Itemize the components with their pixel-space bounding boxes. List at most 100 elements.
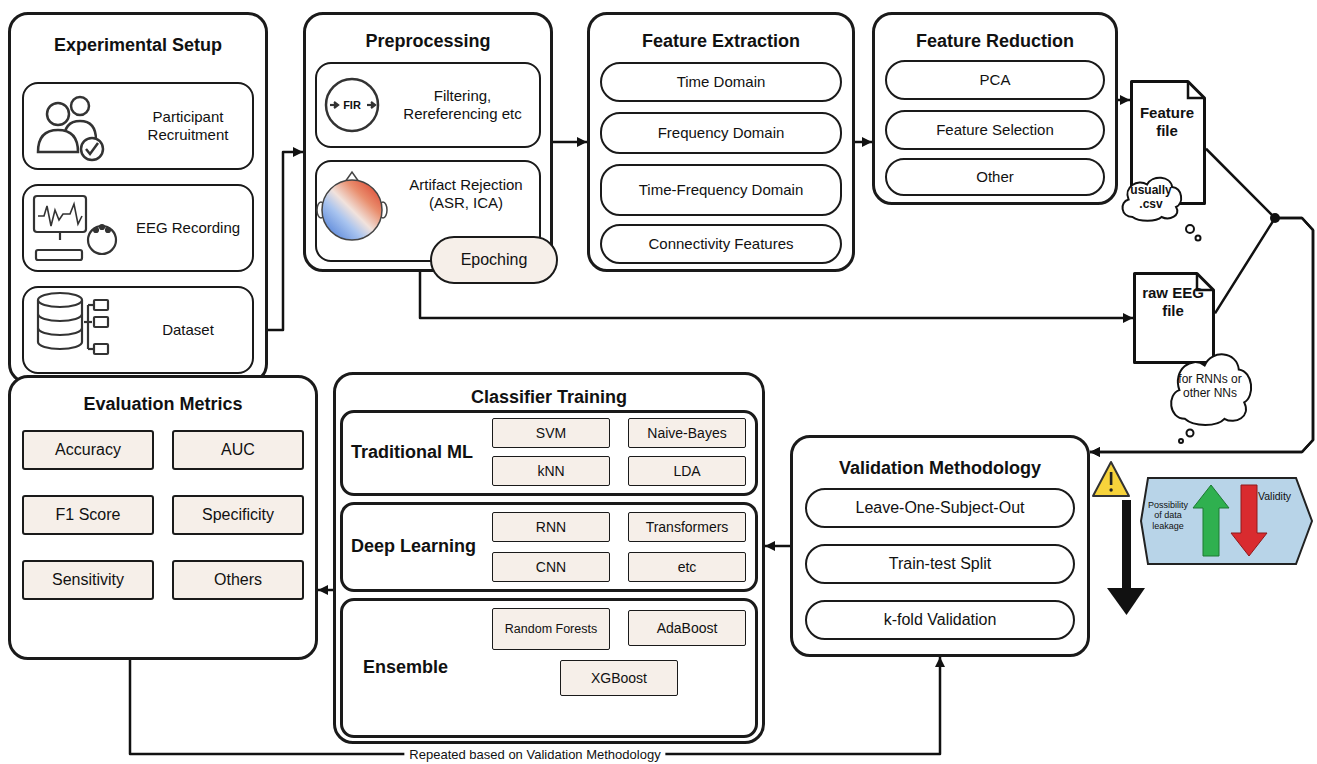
flow-arrow bbox=[855, 141, 872, 144]
eeg-recording-icon bbox=[59, 232, 61, 240]
category-box: EnsembleRandom ForestsAdaBoostXGBoost bbox=[340, 598, 758, 738]
classifier-box: etc bbox=[628, 552, 746, 582]
node-heading: Validation Methodology bbox=[839, 458, 1041, 480]
metric-box: Accuracy bbox=[22, 430, 154, 470]
participant-icon bbox=[86, 143, 98, 154]
warning-sign bbox=[1110, 472, 1113, 485]
junction-dot bbox=[1270, 213, 1280, 223]
participant-icon bbox=[81, 138, 103, 160]
database-icon bbox=[94, 344, 108, 354]
node-text: Transformers bbox=[646, 519, 729, 536]
note-cloud: usually .csv bbox=[1118, 172, 1184, 222]
document-fold bbox=[1188, 82, 1205, 99]
warning-sign bbox=[1093, 462, 1129, 496]
up-arrow-green bbox=[1193, 485, 1229, 556]
category-box: Deep Learning RNN TransformersCNN etc bbox=[340, 502, 758, 592]
down-arrow bbox=[1107, 500, 1145, 615]
method-box: Leave-One-Subject-Out bbox=[805, 488, 1075, 528]
method-box: Epoching bbox=[430, 236, 558, 284]
node-text: Other bbox=[976, 168, 1014, 186]
classifier-box: kNN bbox=[492, 456, 610, 486]
node-text: SVM bbox=[536, 425, 566, 442]
database-icon bbox=[38, 328, 82, 335]
node-text: Dataset bbox=[162, 321, 214, 339]
node-text: Epoching bbox=[461, 250, 528, 269]
warning-sign bbox=[1093, 462, 1129, 496]
eeg-recording-icon bbox=[100, 225, 104, 229]
node-heading: raw EEG file bbox=[1137, 284, 1209, 320]
node-heading: Classifier Training bbox=[471, 387, 627, 409]
method-box: PCA bbox=[885, 60, 1105, 100]
eeg-recording-icon bbox=[34, 196, 116, 260]
metric-box: Specificity bbox=[172, 495, 304, 535]
classifier-box: CNN bbox=[492, 552, 610, 582]
junction-dot bbox=[1270, 213, 1280, 223]
node-text: XGBoost bbox=[591, 670, 647, 687]
node-text: Feature Selection bbox=[936, 121, 1054, 139]
node-text: Participant Recruitment bbox=[132, 108, 244, 144]
method-box: Train-test Split bbox=[805, 544, 1075, 584]
cloud-outline bbox=[1122, 178, 1181, 221]
node-text: Leave-One-Subject-Out bbox=[856, 498, 1025, 517]
metric-box: AUC bbox=[172, 430, 304, 470]
thought-bubbles bbox=[1186, 225, 1194, 233]
node-text: AUC bbox=[221, 440, 255, 459]
node-text: Filtering, Rereferencing etc bbox=[392, 87, 533, 123]
flow-arrow bbox=[553, 141, 587, 144]
node-text: for RNNs or other NNs bbox=[1175, 372, 1245, 401]
metric-box: Others bbox=[172, 560, 304, 600]
node-text: Naive-Bayes bbox=[647, 425, 726, 442]
database-icon bbox=[38, 293, 108, 354]
node-heading: Evaluation Metrics bbox=[83, 394, 242, 416]
eeg-recording-icon bbox=[36, 250, 82, 260]
node-text: LDA bbox=[673, 463, 700, 480]
node-text: Accuracy bbox=[55, 440, 121, 459]
participant-icon bbox=[47, 103, 69, 125]
node-heading: Experimental Setup bbox=[54, 35, 222, 57]
classifier-box: AdaBoost bbox=[628, 610, 746, 646]
group-box: Evaluation MetricsAccuracyAUCF1 ScoreSpe… bbox=[8, 375, 318, 660]
eeg-recording-icon bbox=[38, 204, 82, 226]
database-icon bbox=[94, 317, 108, 327]
database-icon bbox=[87, 305, 89, 349]
classifier-box: RNN bbox=[492, 512, 610, 542]
node-text: Frequency Domain bbox=[658, 124, 785, 142]
method-box: Time Domain bbox=[600, 62, 842, 102]
thought-bubbles bbox=[1187, 430, 1194, 437]
method-box: Feature Selection bbox=[885, 110, 1105, 150]
node-text: Random Forests bbox=[505, 622, 597, 637]
participant-icon bbox=[38, 97, 103, 160]
classifier-box: SVM bbox=[492, 418, 610, 448]
node-text: Sensitivity bbox=[52, 570, 124, 589]
fir-filter-icon bbox=[326, 79, 378, 131]
head-map-icon bbox=[322, 180, 382, 240]
node-heading: usually .csv bbox=[1124, 183, 1178, 212]
classifier-box: Random Forests bbox=[492, 608, 610, 650]
method-box: Frequency Domain bbox=[600, 112, 842, 154]
group-box: Feature ReductionPCA Feature SelectionOth… bbox=[872, 12, 1118, 205]
node-text: Artifact Rejection (ASR, ICA) bbox=[399, 176, 533, 212]
node-heading: Feature file bbox=[1134, 104, 1200, 140]
fir-filter-icon bbox=[371, 102, 375, 108]
node-text: Validity bbox=[1258, 490, 1310, 502]
note-cloud: for RNNs or other NNs bbox=[1165, 345, 1255, 427]
node-text: PCA bbox=[980, 71, 1011, 89]
node-text: kNN bbox=[537, 463, 564, 480]
method-box: Other bbox=[885, 158, 1105, 196]
node-text: etc bbox=[678, 559, 697, 576]
fir-filter-icon bbox=[326, 79, 378, 131]
down-arrow-red bbox=[1231, 485, 1267, 556]
node-heading: Feature Reduction bbox=[916, 31, 1074, 53]
thought-bubbles bbox=[1179, 225, 1201, 443]
method-box: Connectivity Features bbox=[600, 224, 842, 264]
edge-label: Repeated based on Validation Methodology bbox=[404, 747, 665, 762]
database-icon bbox=[38, 293, 82, 307]
node-text: Specificity bbox=[202, 505, 274, 524]
flow-arrow bbox=[765, 545, 790, 548]
metric-box: Sensitivity bbox=[22, 560, 154, 600]
down-arrow bbox=[1107, 588, 1145, 615]
method-box: k-fold Validation bbox=[805, 600, 1075, 640]
flow-arrow bbox=[1118, 99, 1130, 102]
icon-label: FIR bbox=[343, 99, 361, 111]
node-heading: Deep Learning bbox=[351, 536, 476, 558]
